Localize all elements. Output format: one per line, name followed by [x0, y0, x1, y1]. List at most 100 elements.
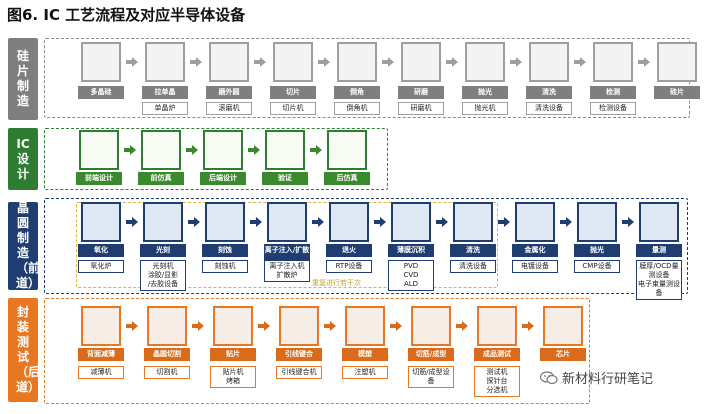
- back-end-frame: [44, 298, 590, 404]
- silicon-thumb-9: [657, 42, 697, 82]
- ic-thumb-3: [265, 130, 305, 170]
- ic-arrow-2: [248, 145, 260, 155]
- front-equipment-7: 电镀设备: [512, 260, 558, 273]
- front-thumb-3: [267, 202, 307, 242]
- ic-thumb-4: [327, 130, 367, 170]
- front-thumb-1: [143, 202, 183, 242]
- silicon-step-2: 磨外圆: [206, 86, 252, 99]
- back-thumb-0: [81, 306, 121, 346]
- front-arrow-8: [622, 217, 634, 227]
- front-equipment-8: CMP设备: [574, 260, 620, 273]
- silicon-equipment-3: 倒角机: [334, 102, 380, 115]
- silicon-arrow-5: [446, 57, 458, 67]
- front-arrow-7: [560, 217, 572, 227]
- front-step-1: 光刻: [140, 244, 186, 257]
- back-step-6: 成品测试: [474, 348, 520, 361]
- silicon-step-4: 倒角: [334, 86, 380, 99]
- ic-step-4: 后仿真: [324, 172, 370, 185]
- back-arrow-4: [390, 321, 402, 331]
- silicon-arrow-4: [382, 57, 394, 67]
- front-arrow-3: [312, 217, 324, 227]
- back-thumb-6: [477, 306, 517, 346]
- back-thumb-1: [147, 306, 187, 346]
- front-equipment-3: 离子注入机扩散炉: [264, 260, 310, 282]
- section-label-back-end: 封装测试（后道）: [8, 298, 40, 402]
- back-step-5: 切筋/成型: [408, 348, 454, 361]
- wechat-icon: [540, 370, 558, 384]
- back-thumb-2: [213, 306, 253, 346]
- silicon-arrow-3: [318, 57, 330, 67]
- silicon-arrow-8: [638, 57, 650, 67]
- back-step-0: 背面减薄: [78, 348, 124, 361]
- front-thumb-9: [639, 202, 679, 242]
- silicon-thumb-8: [593, 42, 633, 82]
- front-thumb-8: [577, 202, 617, 242]
- front-end-frame: [44, 198, 688, 294]
- back-equipment-5: 切筋/成型设备: [408, 366, 454, 388]
- silicon-thumb-2: [209, 42, 249, 82]
- ic-step-1: 前仿真: [138, 172, 184, 185]
- back-thumb-5: [411, 306, 451, 346]
- front-arrow-0: [126, 217, 138, 227]
- back-arrow-2: [258, 321, 270, 331]
- silicon-equipment-6: 清洗设备: [526, 102, 572, 115]
- back-equipment-6: 测试机探针台分选机: [474, 366, 520, 397]
- ic-thumb-2: [203, 130, 243, 170]
- back-step-3: 引线键合: [276, 348, 322, 361]
- front-thumb-7: [515, 202, 555, 242]
- back-arrow-1: [192, 321, 204, 331]
- silicon-arrow-0: [126, 57, 138, 67]
- front-thumb-6: [453, 202, 493, 242]
- front-equipment-9: 膜厚/OCD量测设备电子束量测设备: [636, 260, 682, 300]
- front-thumb-5: [391, 202, 431, 242]
- silicon-thumb-0: [81, 42, 121, 82]
- back-step-2: 贴片: [210, 348, 256, 361]
- back-step-1: 晶圆切割: [144, 348, 190, 361]
- front-step-2: 刻蚀: [202, 244, 248, 257]
- silicon-thumb-3: [273, 42, 313, 82]
- watermark: 新材料行研笔记: [540, 368, 653, 387]
- ic-step-2: 后端设计: [200, 172, 246, 185]
- silicon-thumb-6: [465, 42, 505, 82]
- back-equipment-0: 减薄机: [78, 366, 124, 379]
- silicon-arrow-6: [510, 57, 522, 67]
- front-thumb-2: [205, 202, 245, 242]
- silicon-step-1: 拉单晶: [142, 86, 188, 99]
- front-step-0: 氧化: [78, 244, 124, 257]
- front-equipment-1: 光刻机涂胶/显影/去胶设备: [140, 260, 186, 291]
- repeat-note: 重复进行若干次: [312, 279, 361, 287]
- section-label-ic-design: IC设计: [8, 128, 38, 190]
- back-equipment-3: 引线键合机: [276, 366, 322, 379]
- silicon-thumb-4: [337, 42, 377, 82]
- ic-arrow-0: [124, 145, 136, 155]
- silicon-thumb-5: [401, 42, 441, 82]
- ic-step-0: 前端设计: [76, 172, 122, 185]
- front-equipment-6: 清洗设备: [450, 260, 496, 273]
- front-step-5: 薄膜沉积: [388, 244, 434, 257]
- front-equipment-0: 氧化炉: [78, 260, 124, 273]
- front-step-6: 清洗: [450, 244, 496, 257]
- back-equipment-2: 贴片机烤箱: [210, 366, 256, 388]
- back-equipment-1: 切割机: [144, 366, 190, 379]
- silicon-thumb-7: [529, 42, 569, 82]
- front-step-8: 抛光: [574, 244, 620, 257]
- section-label-silicon: 硅片制造: [8, 38, 38, 120]
- front-arrow-6: [498, 217, 510, 227]
- front-arrow-4: [374, 217, 386, 227]
- ic-thumb-0: [79, 130, 119, 170]
- silicon-step-9: 硅片: [654, 86, 700, 99]
- silicon-step-3: 切片: [270, 86, 316, 99]
- silicon-arrow-1: [190, 57, 202, 67]
- silicon-step-6: 抛光: [462, 86, 508, 99]
- back-arrow-6: [522, 321, 534, 331]
- front-equipment-4: RTP设备: [326, 260, 372, 273]
- silicon-equipment-7: 检测设备: [590, 102, 636, 115]
- front-arrow-1: [188, 217, 200, 227]
- silicon-step-0: 多晶硅: [78, 86, 124, 99]
- ic-design-frame: [44, 128, 388, 190]
- front-step-4: 退火: [326, 244, 372, 257]
- silicon-equipment-4: 研磨机: [398, 102, 444, 115]
- silicon-equipment-0: 单晶炉: [142, 102, 188, 115]
- front-step-9: 量测: [636, 244, 682, 257]
